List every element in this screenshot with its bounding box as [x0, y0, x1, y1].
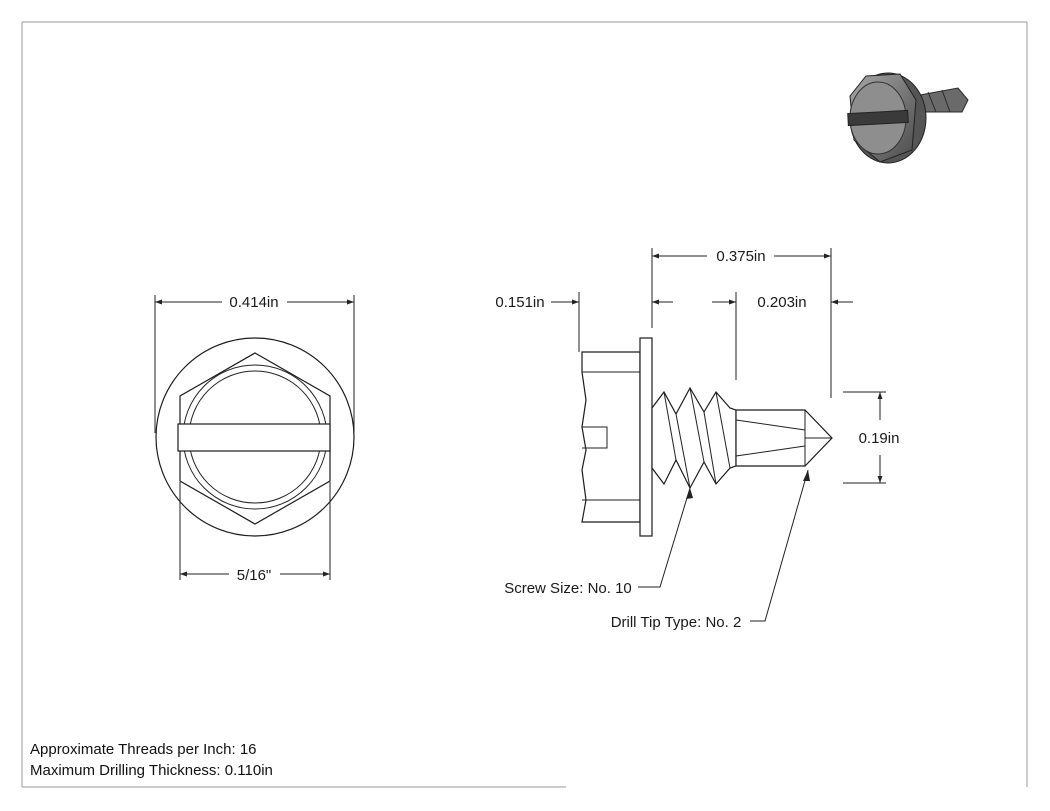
dim-hex-size-label: 5/16" [237, 567, 272, 584]
note-max-drilling-thickness: Maximum Drilling Thickness: 0.110in [30, 762, 273, 779]
dim-head-width-label: 0.414in [229, 294, 278, 311]
top-view [155, 337, 355, 537]
washer-flange [639, 337, 653, 537]
render-slot [847, 109, 909, 127]
callout-drill-tip-label: Drill Tip Type: No. 2 [611, 614, 742, 631]
dim-drill-length-label: 0.203in [757, 294, 806, 311]
callout-screw-size: Screw Size: No. 10 [504, 487, 693, 597]
callout-screw-size-label: Screw Size: No. 10 [504, 580, 632, 597]
dim-drill-length: 0.203in [712, 292, 853, 380]
screw-3d-render [847, 72, 969, 164]
slot-notch [582, 426, 608, 449]
drill-shank [735, 409, 833, 467]
side-view [581, 337, 833, 537]
dim-head-height: 0.151in [495, 292, 673, 352]
callout-drill-tip: Drill Tip Type: No. 2 [611, 469, 810, 631]
dim-head-width: 0.414in [154, 294, 355, 433]
dim-drill-diameter: 0.19in [843, 391, 900, 484]
dim-overall-length-label: 0.375in [716, 248, 765, 265]
render-shank [919, 87, 969, 113]
dim-overall-length: 0.375in [651, 248, 832, 398]
dim-hex-size: 5/16" [179, 482, 331, 584]
threaded-shank [651, 386, 737, 490]
head-profile [581, 351, 641, 523]
dim-drill-diameter-label: 0.19in [859, 430, 900, 447]
sheet-border [21, 21, 1028, 788]
dim-head-height-label: 0.151in [495, 294, 544, 311]
slot [177, 423, 331, 452]
note-threads-per-inch: Approximate Threads per Inch: 16 [30, 741, 257, 758]
